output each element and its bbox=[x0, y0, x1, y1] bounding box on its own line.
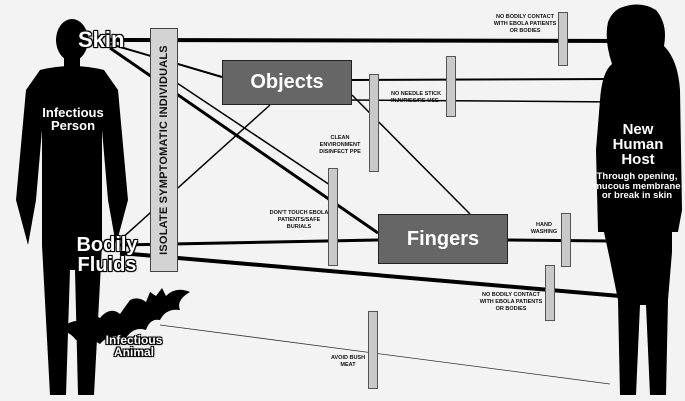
link-fluids-objects-2 bbox=[164, 74, 331, 186]
new-host-description: Through opening, mucous membrane or brea… bbox=[593, 171, 681, 201]
infectious-animal-label: Infectious Animal bbox=[105, 333, 163, 359]
bodily-fluids-label: Bodily Fluids bbox=[76, 234, 138, 276]
link-fluids-objects bbox=[119, 104, 271, 241]
note-bush-meat: AVOID BUSH MEAT bbox=[330, 355, 366, 368]
isolate-barrier: ISOLATE SYMPTOMATIC INDIVIDUALS bbox=[150, 28, 178, 272]
link-fingers-host bbox=[507, 238, 611, 243]
note-hand-washing: HAND WASHING bbox=[530, 222, 558, 235]
skin-label: Skin bbox=[78, 27, 125, 52]
barrier-bush-meat bbox=[368, 311, 378, 389]
new-host-silhouette bbox=[596, 4, 682, 395]
fingers-node: Fingers bbox=[378, 214, 508, 264]
infectious-person-label: Infectious Person bbox=[42, 105, 104, 133]
note-no-contact-top: NO BODILY CONTACT WITH EBOLA PATIENTS OR… bbox=[493, 14, 557, 34]
note-clean-env: CLEAN ENVIRONMENT DISINFECT PPE bbox=[319, 135, 361, 155]
link-animal-host bbox=[159, 324, 611, 385]
barrier-hand-washing bbox=[561, 213, 571, 267]
barrier-dont-touch bbox=[328, 168, 338, 266]
new-host-title: New Human Host bbox=[612, 121, 664, 168]
barrier-no-contact-bottom bbox=[545, 265, 555, 321]
link-objects-host-low bbox=[351, 99, 621, 103]
link-skin-host bbox=[109, 38, 641, 43]
note-dont-touch: DON'T TOUCH EBOLA PATIENTS/SAFE BURIALS bbox=[269, 210, 329, 230]
infectious-animal-silhouette bbox=[60, 288, 190, 344]
infectious-person-silhouette bbox=[16, 19, 128, 395]
link-fluids-host bbox=[119, 251, 621, 298]
isolate-label: ISOLATE SYMPTOMATIC INDIVIDUALS bbox=[158, 45, 170, 255]
note-needle: NO NEEDLE STICK INJURIES/RE-USE bbox=[391, 91, 442, 104]
link-objects-host bbox=[351, 78, 621, 81]
objects-node: Objects bbox=[222, 60, 352, 105]
barrier-needle bbox=[446, 56, 456, 117]
barrier-clean-env bbox=[369, 74, 379, 172]
note-no-contact-bottom: NO BODILY CONTACT WITH EBOLA PATIENTS OR… bbox=[479, 292, 543, 312]
barrier-no-contact-top bbox=[558, 12, 568, 66]
